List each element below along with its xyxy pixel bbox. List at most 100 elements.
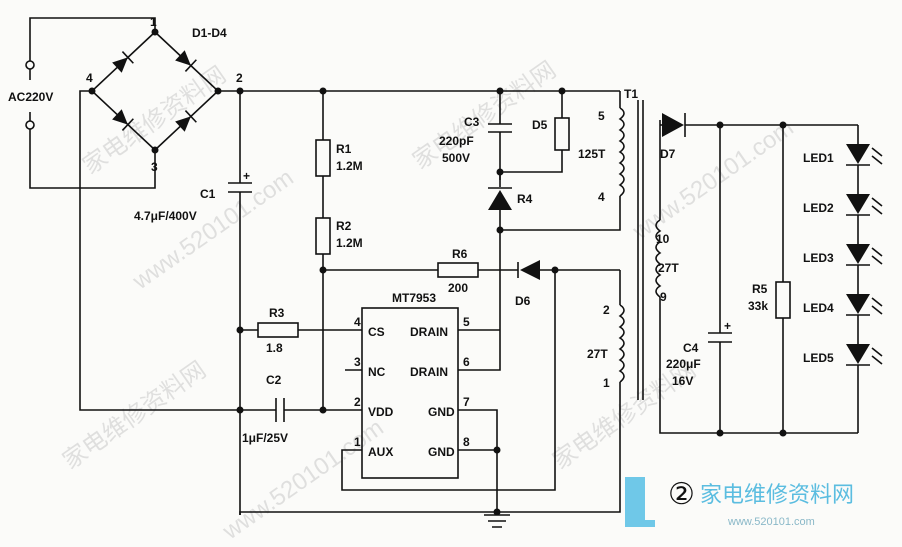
r6-ref: R6: [452, 247, 468, 261]
r3-ref: R3: [269, 306, 285, 320]
r5-value: 33k: [748, 299, 768, 313]
capacitor-c1: + C1 4.7μF/400V: [134, 91, 252, 515]
watermark-url: www.520101.com: [127, 164, 298, 295]
ic-pin-num: 3: [354, 355, 361, 369]
ic-mt7953: MT7953 4 CS 3 NC 2 VDD 1 AUX 5 DRAIN 6 D…: [345, 291, 470, 479]
c3-ref: C3: [464, 115, 480, 129]
diode-icon: [112, 109, 134, 131]
capacitor-c4: + C4 220μF 16V: [666, 125, 732, 433]
led-2: [846, 194, 883, 244]
r2-value: 1.2M: [336, 236, 363, 250]
resistor-r4: D5: [500, 91, 570, 173]
led3-label: LED3: [803, 251, 834, 265]
diode-icon: [520, 260, 540, 280]
bridge-label: D1-D4: [192, 26, 227, 40]
t1-aux-pin-bottom: 1: [603, 376, 610, 390]
ac-terminal-top: [25, 60, 35, 70]
led4-label: LED4: [803, 301, 834, 315]
c4-ref: C4: [683, 341, 699, 355]
t1-secondary-turns: 27T: [658, 261, 679, 275]
led-icon: [846, 344, 870, 364]
diode-d7: D7: [660, 113, 858, 161]
t1-secondary-pin-bottom: 9: [660, 290, 667, 304]
d5-ref: R4: [517, 192, 533, 206]
resistor-r6: R6 200: [323, 247, 518, 295]
led5-label: LED5: [803, 351, 834, 365]
watermark-site-cn: 家电维修资料网: [58, 356, 211, 474]
ic-pin-num: 6: [463, 355, 470, 369]
led-icon: [846, 144, 870, 164]
ic-pin-num: 1: [354, 435, 361, 449]
ic-pin-num: 5: [463, 315, 470, 329]
diode-icon: [112, 51, 134, 73]
led-string: LED1 LED2 LED3 LED4 LED5: [803, 125, 883, 433]
t1-primary-pin-bottom: 4: [598, 190, 605, 204]
ic-pin-name: DRAIN: [410, 365, 448, 379]
watermark-site-cn: 家电维修资料网: [408, 56, 561, 174]
t1-primary-turns: 125T: [578, 147, 606, 161]
r2-ref: R2: [336, 219, 352, 233]
diode-d6: D6: [515, 260, 620, 308]
ic-name: MT7953: [392, 291, 436, 305]
led-5: [846, 344, 883, 433]
ac-terminal-bottom: [25, 120, 35, 130]
led-icon: [846, 244, 870, 264]
t1-aux-pin-top: 2: [603, 303, 610, 317]
led1-label: LED1: [803, 151, 834, 165]
ic-pin-name: VDD: [368, 405, 394, 419]
polarity-plus-icon: +: [724, 319, 731, 333]
logo-text: 家电维修资料网: [700, 482, 854, 507]
transformer-t1: T1 5 125T 4 10 27T 9 2 27T 1: [578, 87, 679, 430]
r4-ref: D5: [532, 118, 548, 132]
diode-icon: [662, 113, 684, 137]
ic-pin-num: 2: [354, 395, 361, 409]
ic-pin-num: 8: [463, 435, 470, 449]
resistor-r5: R5 33k: [748, 125, 791, 433]
r1-value: 1.2M: [336, 159, 363, 173]
diode-icon: [175, 110, 197, 132]
t1-aux-turns: 27T: [587, 347, 608, 361]
bridge-rectifier: 1 2 3 4 D1-D4: [86, 15, 243, 174]
t1-label: T1: [624, 87, 638, 101]
capacitor-c2: C2 1μF/25V: [240, 373, 362, 445]
led-icon: [846, 194, 870, 214]
resistor-r1: R1 1.2M: [315, 91, 363, 177]
resistor-r2: R2 1.2M: [315, 176, 363, 410]
t1-primary-pin-top: 5: [598, 109, 605, 123]
bridge-pin-3: 3: [151, 160, 158, 174]
diode-d5: R4: [458, 172, 533, 371]
diode-icon: [488, 190, 512, 210]
ic-pin-name: GND: [428, 445, 455, 459]
led-icon: [846, 294, 870, 314]
d7-ref: D7: [660, 147, 676, 161]
ic-pin-num: 4: [354, 315, 361, 329]
resistor-r3: R3 1.8: [240, 306, 362, 355]
c4-voltage: 16V: [672, 374, 693, 388]
ic-pin-name: GND: [428, 405, 455, 419]
led-1: [846, 144, 883, 194]
figure-number: ②: [668, 478, 695, 511]
bridge-pin-2: 2: [236, 71, 243, 85]
r6-value: 200: [448, 281, 468, 295]
r3-value: 1.8: [266, 341, 283, 355]
r5-ref: R5: [752, 282, 768, 296]
capacitor-c3: C3 220pF 500V: [439, 91, 512, 180]
logo-mark-icon: [625, 477, 655, 527]
ic-pin-name: CS: [368, 325, 385, 339]
d6-ref: D6: [515, 294, 531, 308]
c1-ref: C1: [200, 187, 216, 201]
ac-source: AC220V: [8, 17, 156, 189]
t1-secondary-pin-top: 10: [656, 232, 670, 246]
watermark-url: www.520101.com: [627, 114, 798, 245]
led-3: [846, 244, 883, 294]
site-logo: 家电维修资料网 www.520101.com: [625, 477, 854, 528]
c1-value: 4.7μF/400V: [134, 209, 197, 223]
c3-value: 220pF: [439, 134, 474, 148]
c2-value: 1μF/25V: [242, 431, 288, 445]
diode-icon: [175, 50, 197, 72]
ic-pin-num: 7: [463, 395, 470, 409]
c4-value: 220μF: [666, 357, 701, 371]
polarity-plus-icon: +: [243, 169, 250, 183]
